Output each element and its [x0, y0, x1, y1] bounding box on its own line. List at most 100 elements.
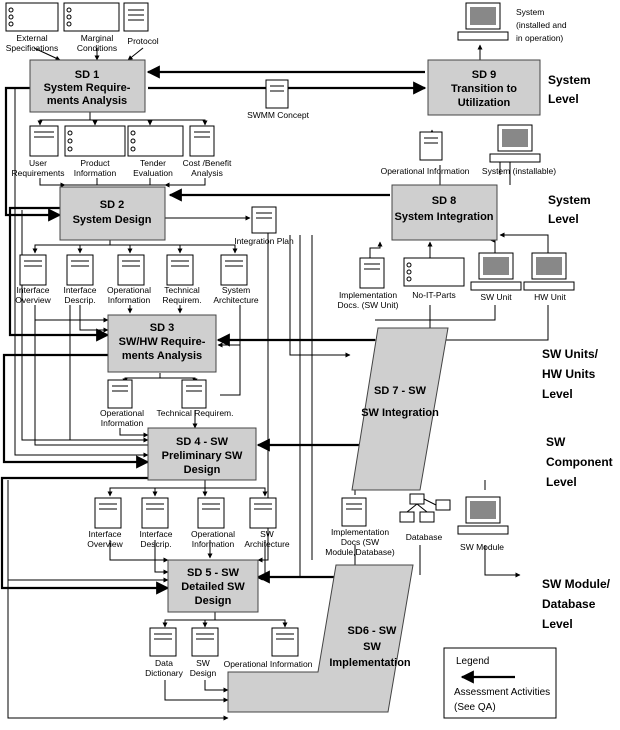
- op-info-2-document-icon: [117, 254, 145, 286]
- sd2-line: SD 2: [100, 199, 124, 211]
- sd6-line: SD6 - SW: [348, 625, 398, 637]
- label-iface-descr-5: Interface: [139, 529, 172, 539]
- sd9-line: SD 9: [472, 69, 496, 81]
- label-sys-installed: in operation): [516, 33, 563, 43]
- legend-line1: Assessment Activities: [454, 687, 550, 698]
- label-database: Database: [406, 532, 443, 542]
- sd4-line: Design: [184, 464, 221, 476]
- label-impl-docs-mod: Implementation: [331, 527, 389, 537]
- sd4-box[interactable]: SD 4 - SW Preliminary SW Design: [147, 427, 257, 481]
- doc-labels: External Specifications Marginal Conditi…: [6, 7, 567, 678]
- label-protocol: Protocol: [127, 36, 158, 46]
- iface-overview-document-icon: [19, 254, 47, 286]
- sd6-line: Implementation: [329, 657, 411, 669]
- label-iface-overview-5: Overview: [87, 539, 123, 549]
- label-impl-docs-mod: Module,Database): [325, 547, 395, 557]
- label-swmm: SWMM Concept: [247, 110, 310, 120]
- sd1-box[interactable]: SD 1 System Require- ments Analysis: [29, 59, 146, 113]
- computer-sw-module-icon: [457, 496, 509, 535]
- sd3-box[interactable]: SD 3 SW/HW Require- ments Analysis: [107, 314, 217, 373]
- level-system-2: System: [548, 193, 591, 207]
- sd6-line: SW: [363, 641, 381, 653]
- protocol-document-icon: [123, 2, 149, 32]
- label-sys-installed: System: [516, 7, 544, 17]
- label-hw-unit: HW Unit: [534, 292, 566, 302]
- label-op-info-6: Operational Information: [224, 659, 313, 669]
- label-impl-docs-mod: Docs (SW: [341, 537, 379, 547]
- computer-installed-icon: [457, 2, 509, 41]
- label-product-info: Product: [80, 158, 110, 168]
- label-op-info-2: Operational: [107, 285, 151, 295]
- level-sw-units: Level: [542, 387, 573, 401]
- tender-document-icon: [127, 125, 184, 157]
- assessment-lines: [0, 65, 427, 595]
- label-tender: Evaluation: [133, 168, 173, 178]
- label-sys-installed: (installed and: [516, 20, 567, 30]
- label-ext-spec: External: [16, 33, 47, 43]
- level-system-2: Level: [548, 212, 579, 226]
- level-sw-component: SW: [546, 435, 566, 449]
- no-it-parts-document-icon: [403, 257, 465, 287]
- label-sys-arch: System: [222, 285, 250, 295]
- sd6-box[interactable]: SD6 - SW SW Implementation: [227, 564, 414, 713]
- conditions-document-icon: [63, 2, 120, 32]
- label-integration-plan: Integration Plan: [234, 236, 294, 246]
- sd4-line: SD 4 - SW: [176, 436, 229, 448]
- iface-overview-5-document-icon: [94, 497, 122, 529]
- label-sw-module: SW Module: [460, 542, 504, 552]
- label-iface-descr-5: Descrip.: [140, 539, 171, 549]
- label-tech-req-3: Technical Requirem.: [156, 408, 233, 418]
- op-info-3-document-icon: [107, 379, 133, 409]
- level-sw-module: SW Module/: [542, 577, 611, 591]
- legend-line2: (See QA): [454, 702, 496, 713]
- label-iface-descr: Descrip.: [64, 295, 95, 305]
- label-tech-req-2: Technical: [164, 285, 200, 295]
- level-system-1: Level: [548, 92, 579, 106]
- sd8-line: SD 8: [432, 195, 456, 207]
- sd5-line: Design: [195, 595, 232, 607]
- impl-docs-mod-document-icon: [341, 497, 367, 527]
- label-user-req: User: [29, 158, 47, 168]
- sd9-box[interactable]: SD 9 Transition to Utilization: [427, 59, 541, 116]
- label-sw-design: Design: [190, 668, 217, 678]
- label-sys-installable: System (installable): [482, 166, 556, 176]
- sd8-line: System Integration: [394, 211, 493, 223]
- label-op-info-3: Information: [101, 418, 144, 428]
- tech-req-2-document-icon: [166, 254, 194, 286]
- op-info-6-document-icon: [271, 627, 299, 657]
- label-marg-cond: Conditions: [77, 43, 117, 53]
- label-op-info-5: Operational: [191, 529, 235, 539]
- sd9-line: Transition to: [451, 83, 517, 95]
- label-sw-arch: SW: [260, 529, 274, 539]
- level-sw-module: Level: [542, 617, 573, 631]
- level-sw-component: Level: [546, 475, 577, 489]
- level-sw-units: HW Units: [542, 367, 596, 381]
- iface-descr-document-icon: [66, 254, 94, 286]
- computer-installable-icon: [489, 124, 541, 163]
- sd7-box[interactable]: SD 7 - SW SW Integration: [351, 327, 449, 491]
- label-impl-docs-unit: Docs. (SW Unit): [338, 300, 399, 310]
- sd2-box[interactable]: SD 2 System Design: [59, 186, 166, 241]
- level-sw-component: Component: [546, 455, 613, 469]
- label-impl-docs-unit: Implementation: [339, 290, 397, 300]
- level-sw-module: Database: [542, 597, 596, 611]
- label-marg-cond: Marginal: [81, 33, 114, 43]
- legend-title: Legend: [456, 656, 489, 667]
- sd8-box[interactable]: SD 8 System Integration: [391, 184, 498, 241]
- label-op-info-2: Information: [108, 295, 151, 305]
- sd5-box[interactable]: SD 5 - SW Detailed SW Design: [167, 559, 259, 613]
- label-product-info: Information: [74, 168, 117, 178]
- sd3-line: SW/HW Require-: [119, 336, 206, 348]
- swmm-document-icon: [265, 79, 289, 109]
- sd1-line: System Require-: [44, 82, 131, 94]
- label-sys-arch: Architecture: [213, 295, 259, 305]
- label-iface-overview: Overview: [15, 295, 51, 305]
- sd3-line: SD 3: [150, 322, 174, 334]
- label-op-info-3: Operational: [100, 408, 144, 418]
- sd4-line: Preliminary SW: [162, 450, 243, 462]
- database-icon: [399, 493, 451, 523]
- product-info-document-icon: [64, 125, 126, 157]
- label-sw-design: SW: [196, 658, 210, 668]
- op-info-top-document-icon: [419, 131, 443, 161]
